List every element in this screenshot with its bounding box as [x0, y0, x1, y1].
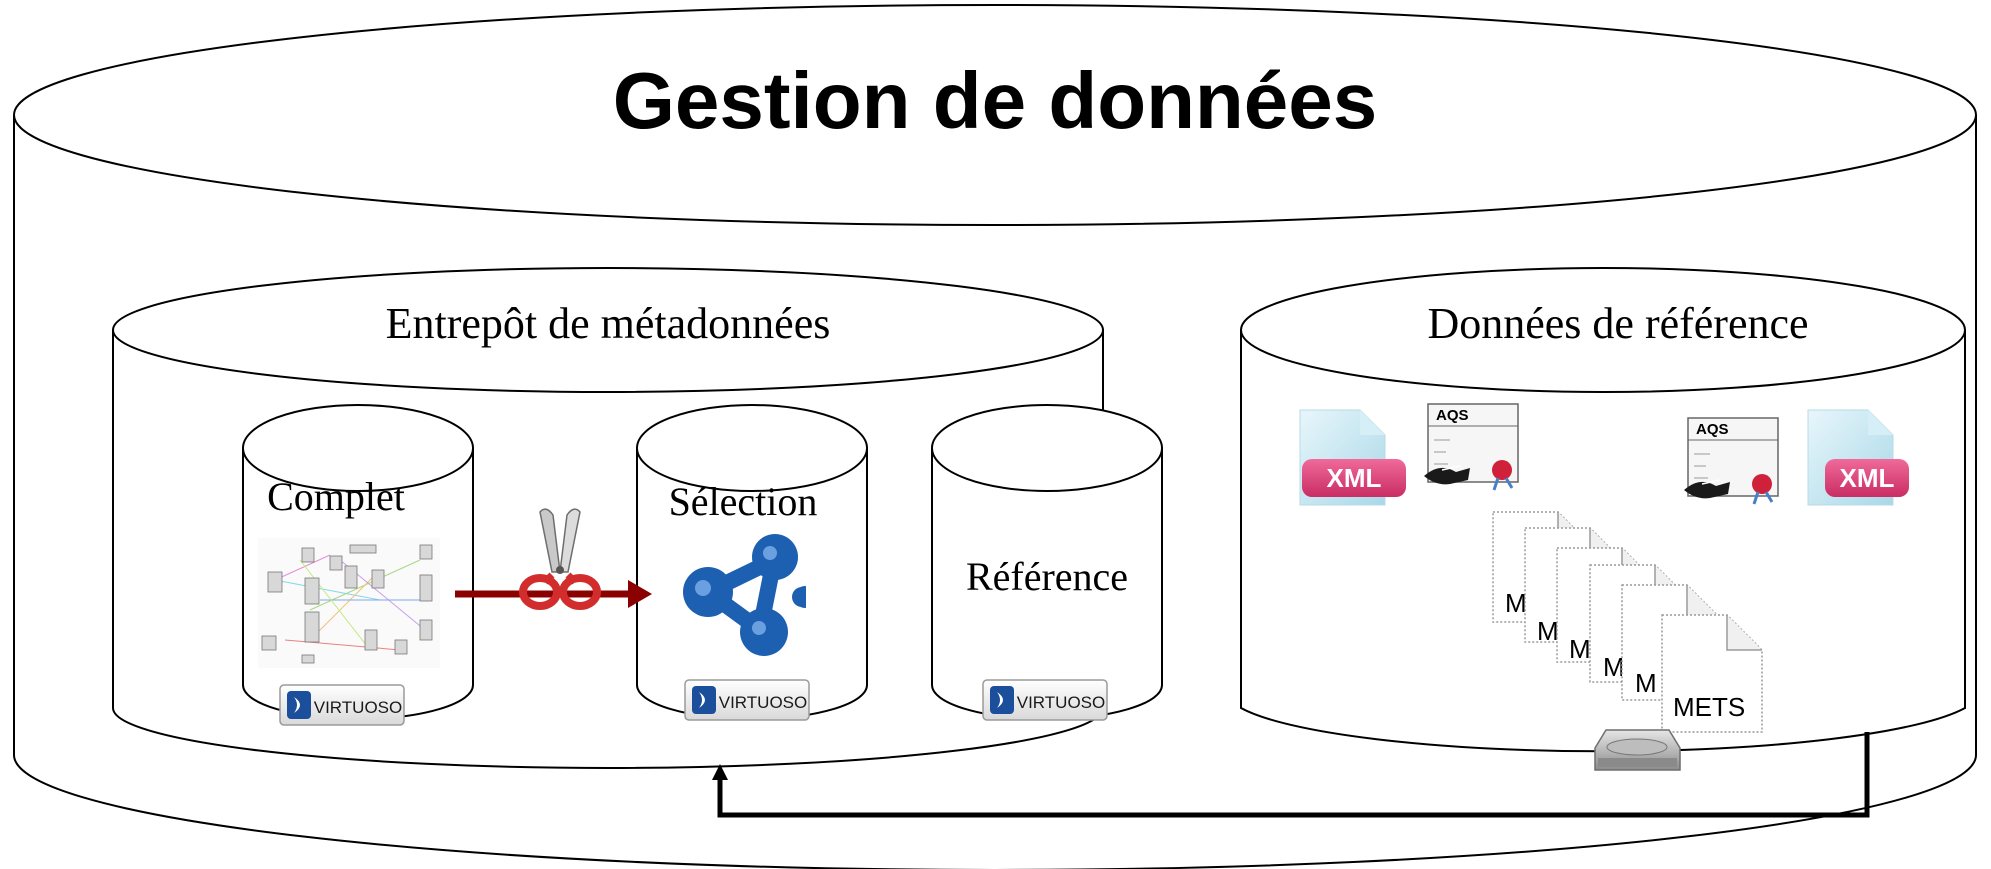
aqs-label-left: AQS	[1436, 407, 1469, 424]
db-cylinder-complet: Complet	[242, 404, 474, 726]
mets-doc-6-label: METS	[1673, 692, 1745, 722]
db-label-complet: Complet	[267, 474, 405, 519]
xml-file-icon-left: XML	[1299, 409, 1406, 506]
page-title: Gestion de données	[613, 56, 1378, 145]
xml-label-left: XML	[1327, 463, 1382, 493]
xml-label-right: XML	[1840, 463, 1895, 493]
schema-graph-thumbnail	[258, 538, 440, 668]
mets-doc-6: METS	[1661, 614, 1763, 733]
aqs-certificate-icon-left: AQS	[1424, 403, 1519, 491]
reference-data-cylinder: Données de référence	[1240, 267, 1966, 753]
mets-doc-5-label: M	[1635, 668, 1657, 698]
scissors-icon	[519, 508, 601, 610]
db-label-selection: Sélection	[669, 479, 818, 524]
feedback-arrow	[712, 732, 1870, 818]
mets-doc-4-label: M	[1603, 652, 1625, 682]
aqs-label-right: AQS	[1696, 421, 1729, 438]
virtuoso-label-selection: VIRTUOSO	[719, 693, 807, 712]
mets-doc-3-label: M	[1569, 634, 1591, 664]
mets-doc-2-label: M	[1537, 616, 1559, 646]
db-label-reference: Référence	[966, 554, 1128, 599]
reference-data-label: Données de référence	[1427, 299, 1808, 348]
virtuoso-label-complet: VIRTUOSO	[314, 698, 402, 717]
xml-file-icon-right: XML	[1807, 409, 1909, 506]
virtuoso-badge-reference: VIRTUOSO	[982, 679, 1108, 721]
virtuoso-label-reference: VIRTUOSO	[1017, 693, 1105, 712]
mets-doc-1-label: M	[1505, 588, 1527, 618]
db-cylinder-reference: Référence VIRTUOSO	[931, 404, 1163, 721]
aqs-certificate-icon-right: AQS	[1684, 417, 1779, 505]
db-cylinder-selection: Sélection VIRTUOSO	[636, 404, 868, 721]
metadata-store-label: Entrepôt de métadonnées	[386, 299, 831, 348]
virtuoso-badge-complet: VIRTUOSO	[279, 684, 405, 726]
mets-document-stack: M M M M M METS	[1492, 511, 1763, 733]
hard-disk-icon	[1594, 729, 1681, 771]
virtuoso-badge-selection: VIRTUOSO	[684, 679, 810, 721]
sparql-logo-icon	[683, 530, 836, 656]
